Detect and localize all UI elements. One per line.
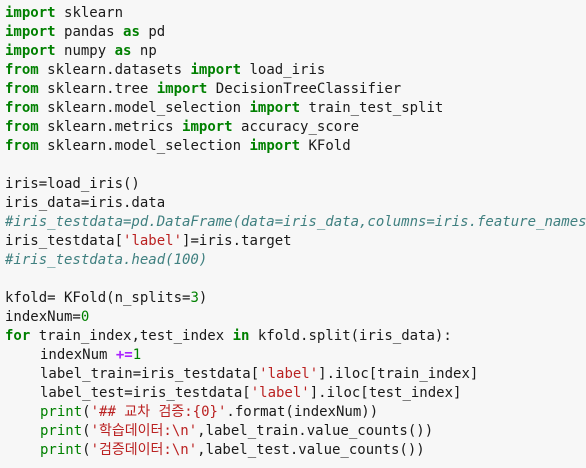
statement-part: ( [82, 423, 91, 439]
keyword-from: from [5, 62, 39, 78]
statement-part: ].iloc[train_index] [318, 366, 479, 382]
statement-part: ,label_test.value_counts()) [197, 442, 425, 458]
keyword-as: as [123, 24, 140, 40]
string-literal: '검증데이터:\n' [90, 442, 198, 458]
code-line-10: iris=load_iris() [5, 175, 586, 194]
module-name: pandas [64, 24, 115, 40]
code-line-14: #iris_testdata.head(100) [5, 251, 586, 270]
keyword-for: for [5, 328, 31, 344]
alias-name: pd [148, 24, 166, 40]
code-line-12: #iris_testdata=pd.DataFrame(data=iris_da… [5, 213, 586, 232]
module-name: sklearn.metrics [47, 119, 174, 135]
imported-name: accuracy_score [241, 119, 360, 135]
statement-part: ( [82, 404, 91, 420]
keyword-from: from [5, 119, 39, 135]
statement-part: label_train=iris_testdata[ [40, 366, 260, 382]
module-name: sklearn.model_selection [47, 100, 242, 116]
module-name: sklearn.tree [47, 81, 149, 97]
string-literal: 'label' [259, 366, 319, 382]
code-line-13: iris_testdata['label']=iris.target [5, 232, 586, 251]
statement-part: ( [82, 442, 91, 458]
imported-name: train_test_split [308, 100, 444, 116]
comment: #iris_testdata.head(100) [5, 252, 208, 268]
keyword-import: import [249, 138, 301, 154]
string-literal: '학습데이터:\n' [90, 423, 198, 439]
keyword-import: import [182, 119, 233, 135]
module-name: numpy [64, 43, 107, 59]
operator: += [115, 347, 133, 363]
module-name: sklearn.datasets [47, 62, 183, 78]
keyword-import: import [249, 100, 301, 116]
code-line-3: import numpy as np [5, 42, 586, 61]
imported-name: DecisionTreeClassifier [215, 81, 402, 97]
keyword-import: import [5, 5, 56, 21]
code-line-7: from sklearn.metrics import accuracy_sco… [5, 118, 586, 137]
statement-part: kfold.split(iris_data): [257, 328, 452, 344]
code-line-21: label_test=iris_testdata['label'].iloc[t… [5, 384, 586, 403]
statement-part: ) [198, 290, 208, 306]
code-line-4: from sklearn.datasets import load_iris [5, 61, 586, 80]
code-line-5: from sklearn.tree import DecisionTreeCla… [5, 80, 586, 99]
comment: #iris_testdata=pd.DataFrame(data=iris_da… [5, 214, 586, 230]
imported-name: KFold [308, 138, 351, 154]
number-literal: 1 [132, 347, 142, 363]
statement-part: kfold= KFold(n_splits= [5, 290, 191, 306]
keyword-from: from [5, 138, 39, 154]
code-line-22: print('## 교차 검증:{0}'.format(indexNum)) [5, 403, 586, 422]
code-line-17: indexNum=0 [5, 308, 586, 327]
code-line-20: label_train=iris_testdata['label'].iloc[… [5, 365, 586, 384]
builtin-print: print [40, 442, 83, 458]
string-literal: 'label' [250, 385, 310, 401]
statement-part: train_index,test_index [38, 328, 225, 344]
statement-part: .format(indexNum)) [226, 404, 379, 420]
statement-part: ].iloc[test_index] [309, 385, 462, 401]
string-literal: '## 교차 검증:{0}' [90, 404, 227, 420]
statement-part: label_test=iris_testdata[ [40, 385, 251, 401]
code-line-1: import sklearn [5, 4, 586, 23]
keyword-import: import [5, 24, 56, 40]
statement-part: ]=iris.target [182, 233, 292, 249]
string-literal: 'label' [123, 233, 183, 249]
module-name: sklearn.model_selection [47, 138, 242, 154]
code-line-2: import pandas as pd [5, 23, 586, 42]
code-line-19: indexNum +=1 [5, 346, 586, 365]
imported-name: load_iris [249, 62, 326, 78]
keyword-in: in [232, 328, 250, 344]
code-line-16: kfold= KFold(n_splits=3) [5, 289, 586, 308]
statement-part: indexNum [40, 347, 116, 363]
code-line-8: from sklearn.model_selection import KFol… [5, 137, 586, 156]
statement-part: ,label_train.value_counts()) [197, 423, 434, 439]
builtin-print: print [40, 423, 83, 439]
keyword-import: import [156, 81, 208, 97]
keyword-import: import [190, 62, 242, 78]
alias-name: np [139, 43, 157, 59]
keyword-as: as [114, 43, 132, 59]
statement-part: indexNum= [5, 309, 81, 325]
blank-line [5, 156, 586, 175]
number-literal: 0 [80, 309, 90, 325]
blank-line [5, 270, 586, 289]
keyword-import: import [5, 43, 56, 59]
statement-part: iris_testdata[ [5, 233, 124, 249]
code-line-6: from sklearn.model_selection import trai… [5, 99, 586, 118]
keyword-from: from [5, 81, 39, 97]
statement: iris_data=iris.data [5, 195, 166, 211]
builtin-print: print [40, 404, 83, 420]
statement: iris=load_iris() [5, 176, 140, 192]
keyword-from: from [5, 100, 39, 116]
code-line-24: print('검증데이터:\n',label_test.value_counts… [5, 441, 586, 460]
code-line-11: iris_data=iris.data [5, 194, 586, 213]
module-name: sklearn [64, 5, 124, 21]
code-line-18: for train_index,test_index in kfold.spli… [5, 327, 586, 346]
code-line-23: print('학습데이터:\n',label_train.value_count… [5, 422, 586, 441]
number-literal: 3 [190, 290, 199, 306]
